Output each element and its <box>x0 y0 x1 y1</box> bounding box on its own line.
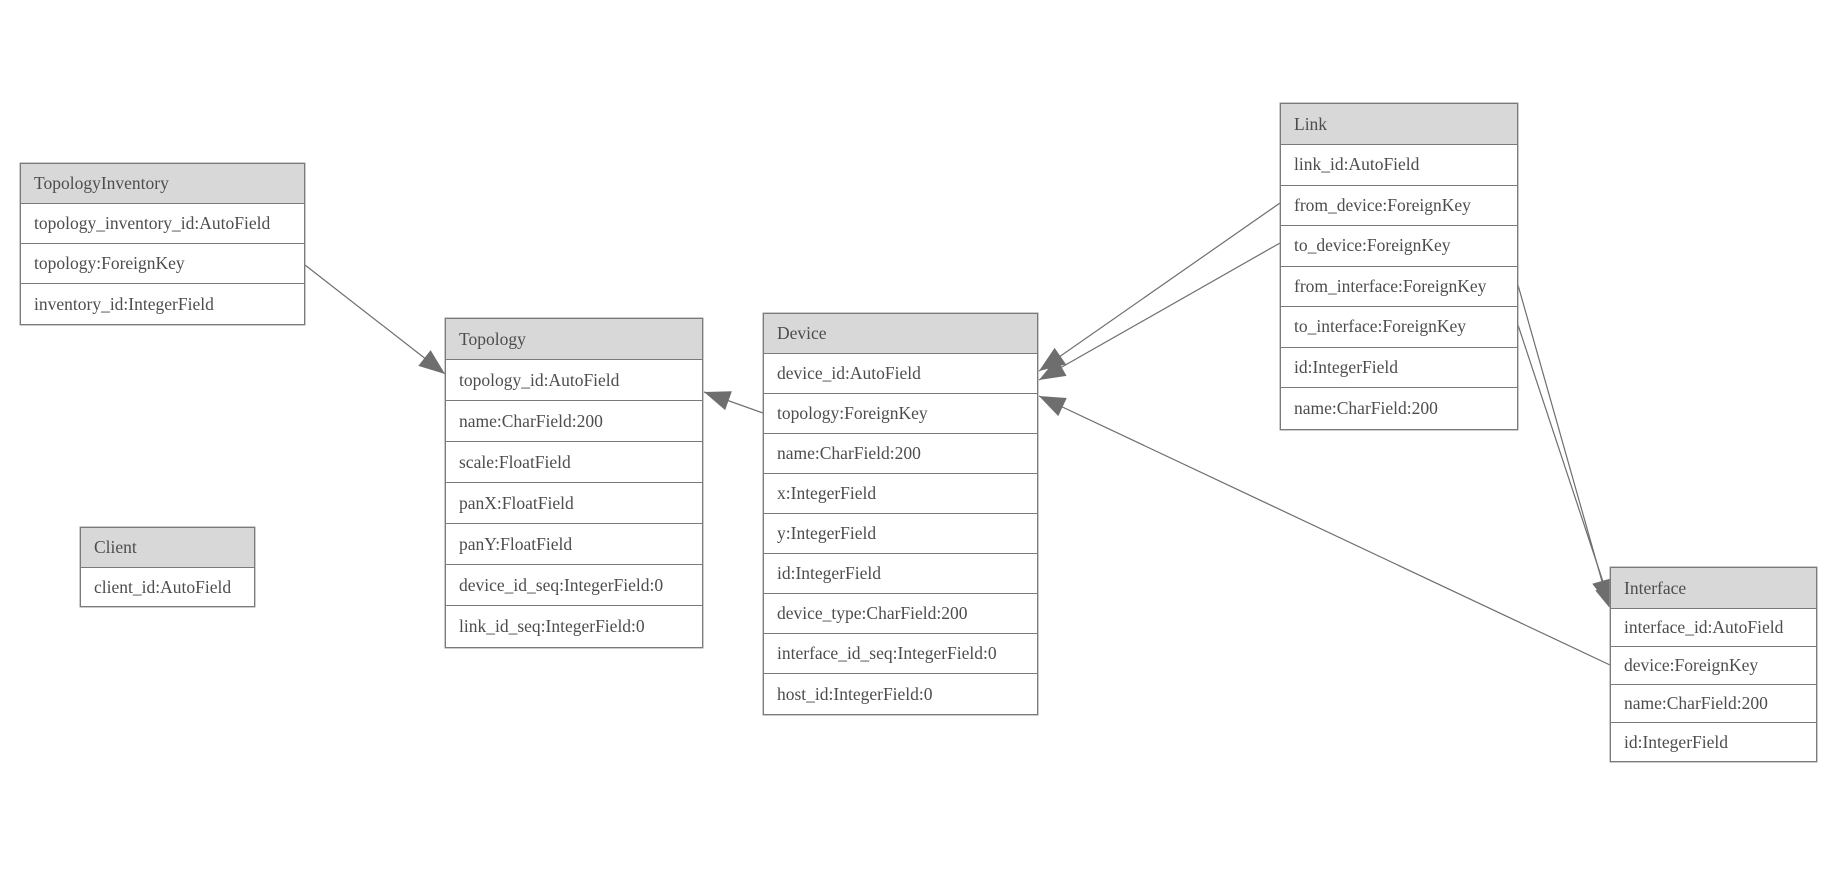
entity-field-link-1: from_device:ForeignKey <box>1281 186 1517 226</box>
entity-field-device-2: name:CharField:200 <box>764 434 1037 474</box>
entity-field-device-8: host_id:IntegerField:0 <box>777 683 933 704</box>
edge-Link.to_device-to-Device.device_id <box>1038 242 1281 381</box>
entity-field-link-5: id:IntegerField <box>1281 348 1517 388</box>
entity-field-client-0: client_id:AutoField <box>94 576 232 597</box>
entity-field-device-5: id:IntegerField <box>764 554 1037 594</box>
entity-title-topology: Topology <box>446 319 702 360</box>
edge-TopologyInventory.topology-to-Topology.topology_id <box>304 264 446 375</box>
entity-field-device-1: topology:ForeignKey <box>764 394 1037 434</box>
entity-field-topology-2: scale:FloatField <box>446 442 702 483</box>
entity-client: Client client_id:AutoField <box>80 527 255 607</box>
entity-field-device-7: interface_id_seq:IntegerField:0 <box>764 634 1037 674</box>
entity-title-device: Device <box>764 314 1037 354</box>
entity-field-topology-6: link_id_seq:IntegerField:0 <box>459 616 645 636</box>
arrowhead-Topology.topology_id <box>704 391 732 411</box>
entity-field-topology-inventory-1: topology:ForeignKey <box>21 244 304 284</box>
entity-title-link: Link <box>1281 104 1517 145</box>
entity-field-device-3: x:IntegerField <box>764 474 1037 514</box>
arrowhead-Device.device_id <box>1039 358 1067 380</box>
entity-field-topology-0: topology_id:AutoField <box>446 360 702 401</box>
edge-Link.to_interface-to-Interface.interface_id <box>1517 324 1614 613</box>
entity-title-topology-inventory: TopologyInventory <box>21 164 304 204</box>
entity-field-link-2: to_device:ForeignKey <box>1281 226 1517 267</box>
entity-field-device-4: y:IntegerField <box>764 514 1037 554</box>
entity-field-interface-3: id:IntegerField <box>1624 731 1729 752</box>
entity-field-link-6: name:CharField:200 <box>1294 397 1438 418</box>
entity-field-topology-3: panX:FloatField <box>446 483 702 524</box>
entity-field-topology-5: device_id_seq:IntegerField:0 <box>446 565 702 606</box>
entity-field-link-4: to_interface:ForeignKey <box>1281 307 1517 348</box>
edge-Link.from_device-to-Device.device_id <box>1038 202 1281 372</box>
arrowhead-Interface.interface_id <box>1595 584 1615 612</box>
arrowhead-Topology.topology_id <box>418 350 445 374</box>
entity-field-topology-1: name:CharField:200 <box>446 401 702 442</box>
entity-field-device-6: device_type:CharField:200 <box>764 594 1037 634</box>
entity-field-topology-4: panY:FloatField <box>446 524 702 565</box>
entity-field-link-3: from_interface:ForeignKey <box>1281 267 1517 307</box>
entity-title-interface: Interface <box>1611 568 1816 609</box>
entity-field-topology-inventory-2: inventory_id:IntegerField <box>34 293 214 314</box>
entity-title-client: Client <box>81 528 254 568</box>
entity-field-topology-inventory-0: topology_inventory_id:AutoField <box>21 204 304 244</box>
entity-field-interface-0: interface_id:AutoField <box>1611 609 1816 647</box>
arrowhead-Device.device_id <box>1039 396 1067 417</box>
entity-field-device-0: device_id:AutoField <box>764 354 1037 394</box>
edge-Interface.device-to-Device.device_id <box>1038 395 1611 666</box>
entity-field-interface-2: name:CharField:200 <box>1611 685 1816 723</box>
entity-field-link-0: link_id:AutoField <box>1281 145 1517 186</box>
entity-field-interface-1: device:ForeignKey <box>1611 647 1816 685</box>
